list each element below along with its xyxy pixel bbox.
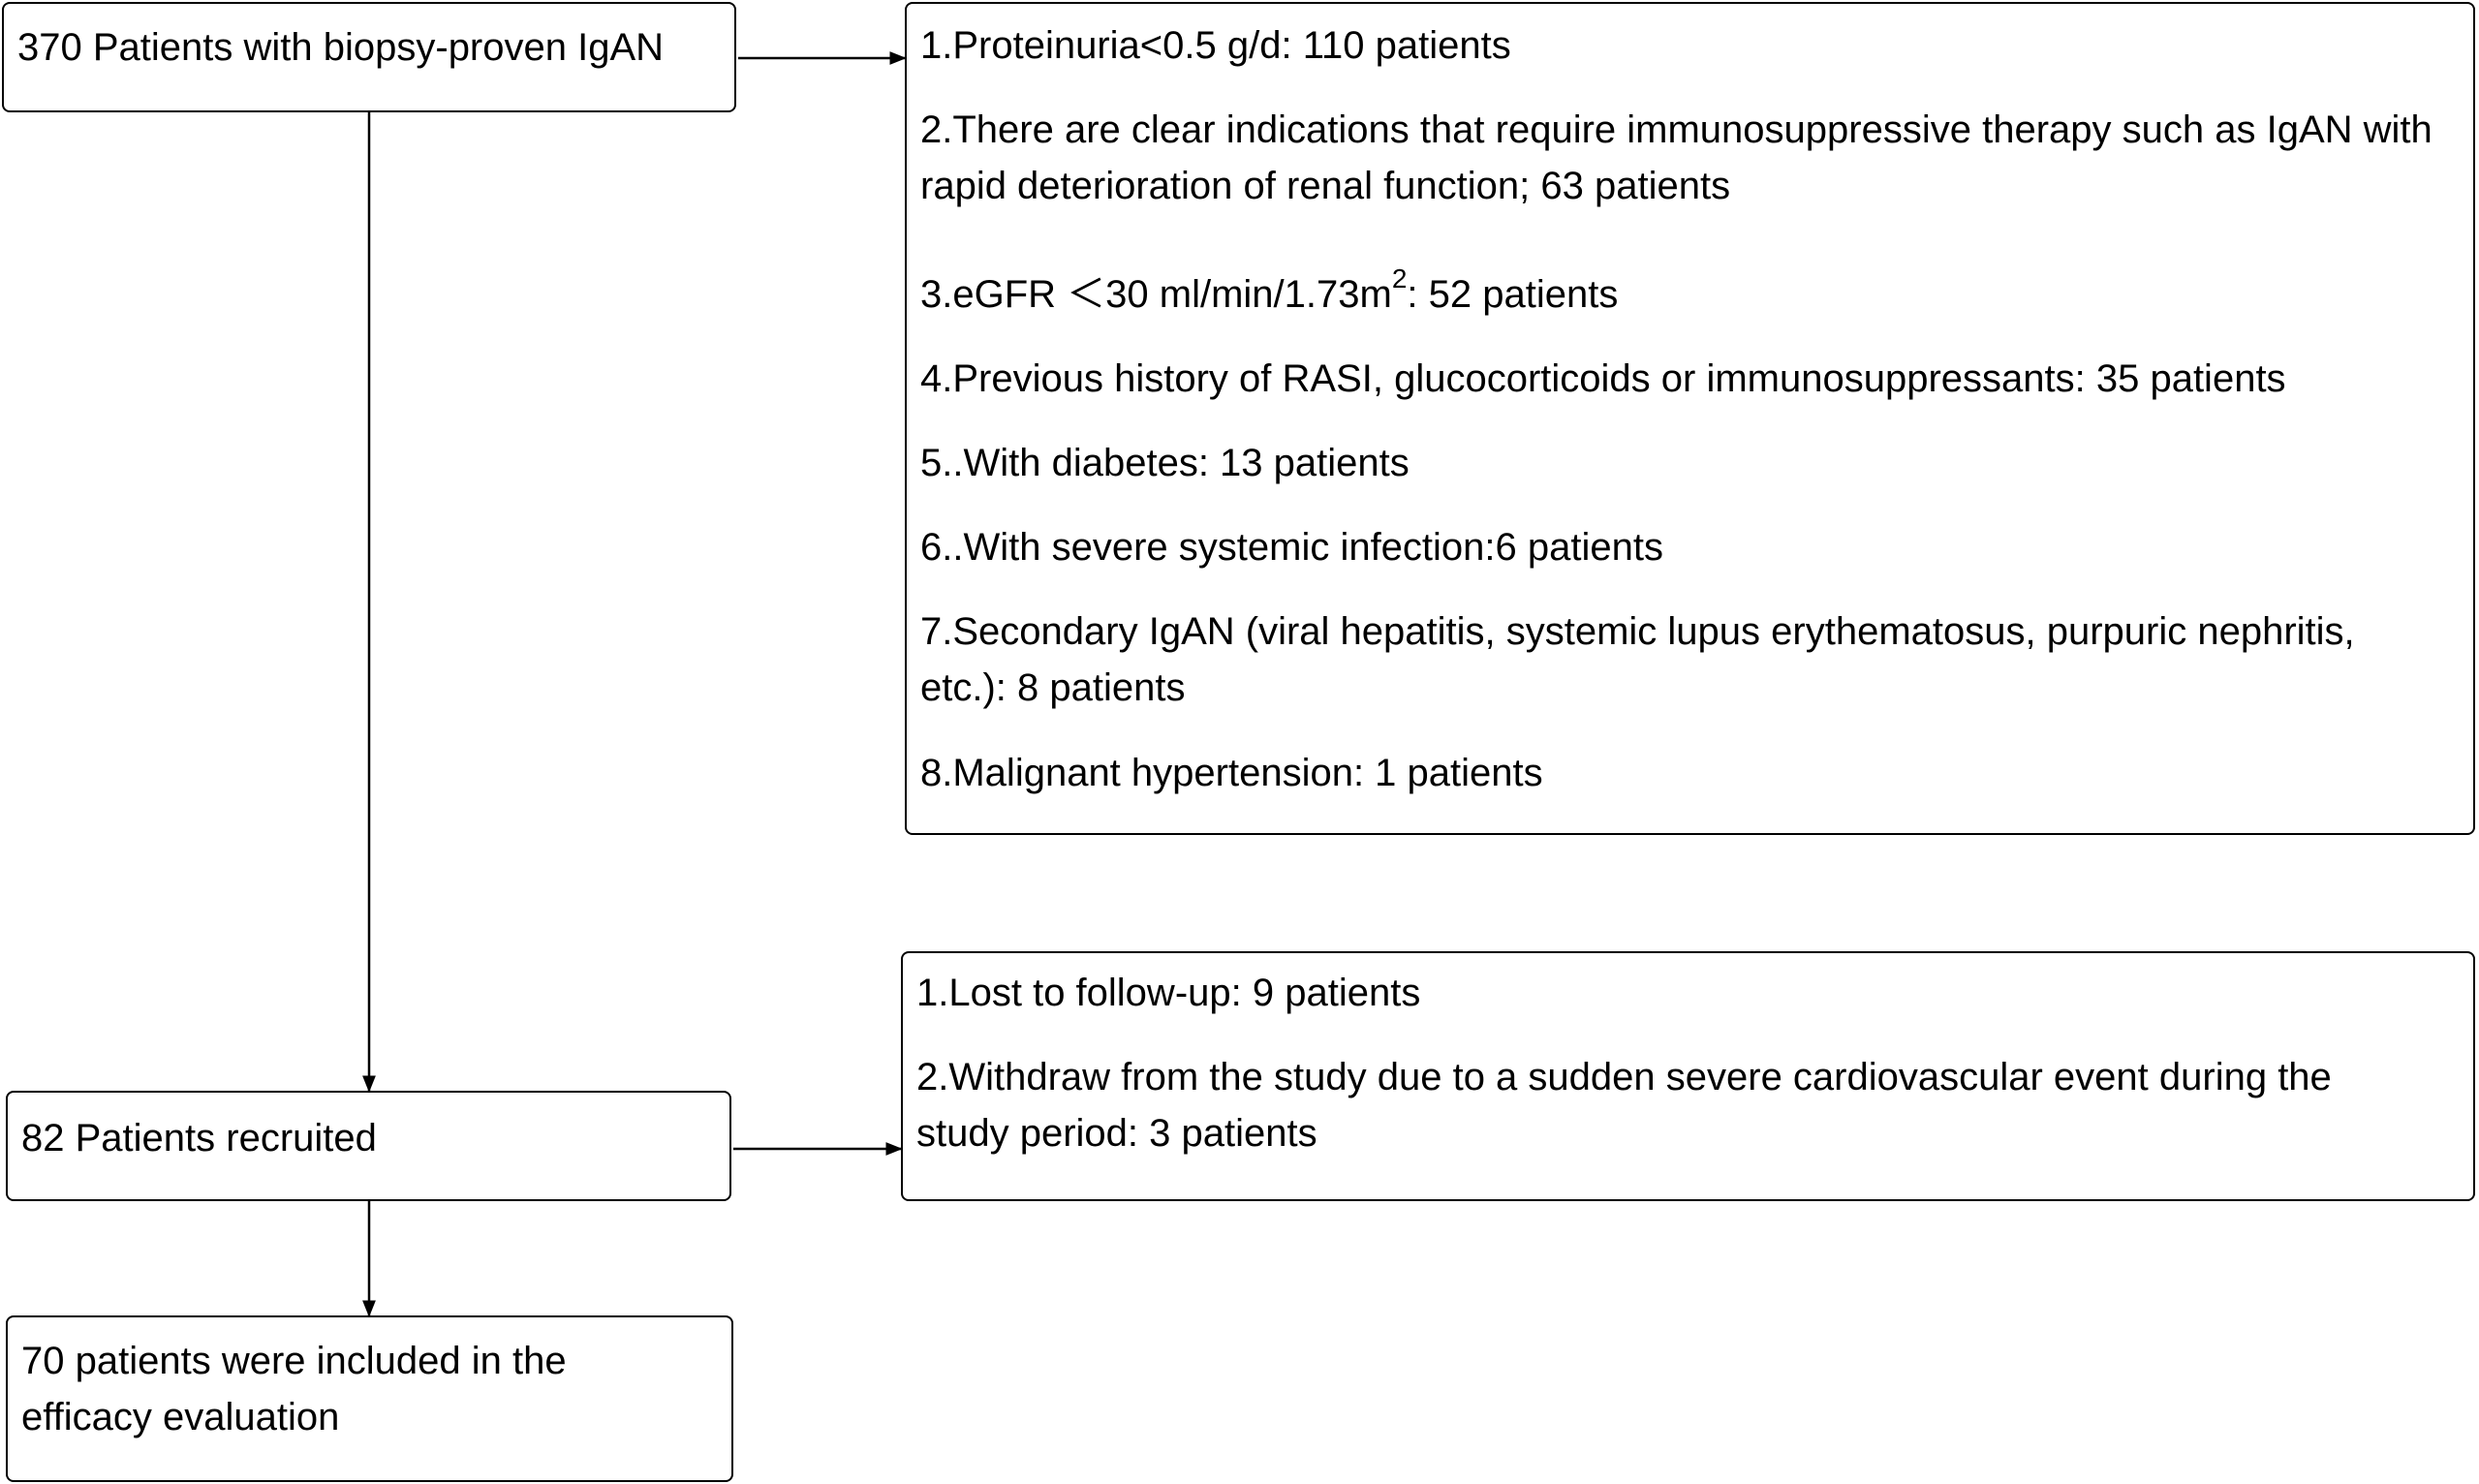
- exclusion-item: 6..With severe systemic infection:6 pati…: [920, 526, 1663, 569]
- dropout-item: 1.Lost to follow-up: 9 patients: [916, 972, 1421, 1014]
- exclusion-item: 4.Previous history of RASI, glucocortico…: [920, 357, 2286, 400]
- dropout-item: 2.Withdraw from the study due to a sudde…: [916, 1056, 2332, 1155]
- exclusion-item: 3.eGFR ＜30 ml/min/1.73m2: 52 patients: [920, 263, 2434, 323]
- exclusion-item: 2.There are clear indications that requi…: [920, 108, 2433, 207]
- total-patients-box: 370 Patients with biopsy-proven IgAN: [2, 2, 736, 112]
- exclusion-egfr-count: : 52 patients: [1407, 273, 1619, 316]
- total-patients-label: 370 Patients with biopsy-proven IgAN: [17, 26, 665, 69]
- dropouts-box: 1.Lost to follow-up: 9 patients 2.Withdr…: [901, 951, 2475, 1201]
- exclusions-box: 1.Proteinuria<0.5 g/d: 110 patients 2.Th…: [905, 2, 2475, 835]
- exclusion-item: 1.Proteinuria<0.5 g/d: 110 patients: [920, 24, 1511, 67]
- included-patients-label: 70 patients were included in the efficac…: [21, 1340, 567, 1438]
- exclusion-egfr-superscript: 2: [1391, 263, 1408, 294]
- recruited-patients-label: 82 Patients recruited: [21, 1117, 377, 1159]
- included-patients-box: 70 patients were included in the efficac…: [6, 1315, 733, 1482]
- exclusion-item: 5..With diabetes: 13 patients: [920, 442, 1410, 484]
- recruited-patients-box: 82 Patients recruited: [6, 1091, 731, 1201]
- exclusion-egfr-text: 3.eGFR ＜30 ml/min/1.73m: [920, 273, 1392, 316]
- exclusion-item: 7.Secondary IgAN (viral hepatitis, syste…: [920, 610, 2355, 709]
- exclusion-item: 8.Malignant hypertension: 1 patients: [920, 752, 1543, 794]
